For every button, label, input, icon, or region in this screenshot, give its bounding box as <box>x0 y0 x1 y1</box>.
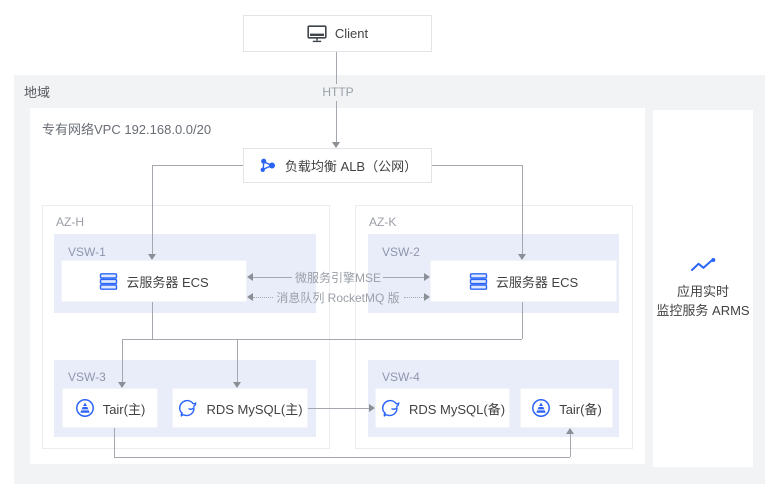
tair-primary-node: Tair(主) <box>62 388 158 428</box>
server-stack-icon <box>99 272 118 291</box>
http-label: HTTP <box>322 85 354 99</box>
bus-tair1-vline <box>122 339 123 382</box>
arrow-into-rds-primary <box>233 382 241 388</box>
alb-node: 负载均衡 ALB（公网） <box>243 148 432 183</box>
rocketmq-line-right <box>404 297 424 298</box>
vsw-3-label: VSW-3 <box>68 370 106 384</box>
rocketmq-line-left <box>253 297 273 298</box>
mse-line-right <box>383 277 424 278</box>
alb-label: 负载均衡 ALB（公网） <box>284 159 418 174</box>
load-balancer-icon <box>258 156 277 175</box>
client-node: Client <box>243 15 432 52</box>
alb-ecs1-vline <box>152 165 153 254</box>
mysql-dolphin-icon <box>177 398 198 418</box>
tair-replication-hline <box>114 457 570 458</box>
rds-primary-node: RDS MySQL(主) <box>172 388 308 428</box>
arms-panel: 应用实时 监控服务 ARMS <box>653 110 753 467</box>
ecs2-bus-vline <box>522 302 523 339</box>
alb-ecs1-hline <box>152 165 243 166</box>
arms-label-line2: 监控服务 ARMS <box>656 303 750 318</box>
alb-ecs2-vline <box>522 165 523 254</box>
arrow-into-rds-secondary <box>369 404 375 412</box>
alb-ecs2-hline <box>432 165 522 166</box>
mse-arrow-right <box>424 273 430 281</box>
tair-secondary-node: Tair(备) <box>520 388 613 428</box>
vsw-2-label: VSW-2 <box>382 245 420 259</box>
tair-cache-icon <box>75 398 95 418</box>
ecs-label: 云服务器 ECS <box>495 274 579 290</box>
vsw-1-label: VSW-1 <box>68 245 106 259</box>
rds-replication-line <box>308 408 369 409</box>
client-alb-line-bottom <box>336 101 337 142</box>
data-bus-hline <box>122 339 522 340</box>
rds-primary-label: RDS MySQL(主) <box>206 401 303 417</box>
tair-primary-label: Tair(主) <box>102 401 146 417</box>
server-stack-icon <box>469 272 488 291</box>
tair-replication-vline-right <box>570 434 571 457</box>
vsw-4-label: VSW-4 <box>382 370 420 384</box>
arrow-into-ecs2 <box>518 254 526 260</box>
mse-arrow-left <box>247 273 253 281</box>
rocketmq-label: 消息队列 RocketMQ 版 <box>276 291 400 305</box>
mysql-dolphin-icon <box>380 398 401 418</box>
vpc-label: 专有网络VPC 192.168.0.0/20 <box>42 122 212 137</box>
az-h-label: AZ-H <box>56 215 84 229</box>
tair-replication-vline-left <box>114 428 115 457</box>
rds-secondary-node: RDS MySQL(备) <box>375 388 510 428</box>
rocketmq-arrow-right <box>424 293 430 301</box>
line-chart-icon <box>689 257 717 274</box>
client-label: Client <box>334 26 369 41</box>
bus-rds1-vline <box>237 339 238 382</box>
tair-secondary-label: Tair(备) <box>559 401 602 417</box>
region-label: 地域 <box>24 85 51 100</box>
ecs-label: 云服务器 ECS <box>126 274 209 290</box>
tair-cache-icon <box>531 398 551 418</box>
arrow-into-alb <box>332 142 340 148</box>
mse-label: 微服务引擎MSE <box>294 271 382 285</box>
arrow-into-ecs1 <box>148 254 156 260</box>
az-k-label: AZ-K <box>369 215 397 229</box>
arms-label-line1: 应用实时 <box>676 284 729 299</box>
ecs-node-az-k: 云服务器 ECS <box>430 260 617 302</box>
arrow-into-tair-secondary <box>566 428 574 434</box>
monitor-icon <box>307 24 327 43</box>
rocketmq-arrow-left <box>247 293 253 301</box>
ecs-node-az-h: 云服务器 ECS <box>61 260 247 302</box>
ecs1-bus-vline <box>152 302 153 339</box>
client-alb-line-top <box>336 52 337 84</box>
arrow-into-tair-primary <box>118 382 126 388</box>
rds-secondary-label: RDS MySQL(备) <box>408 401 506 417</box>
mse-line-left <box>253 277 292 278</box>
